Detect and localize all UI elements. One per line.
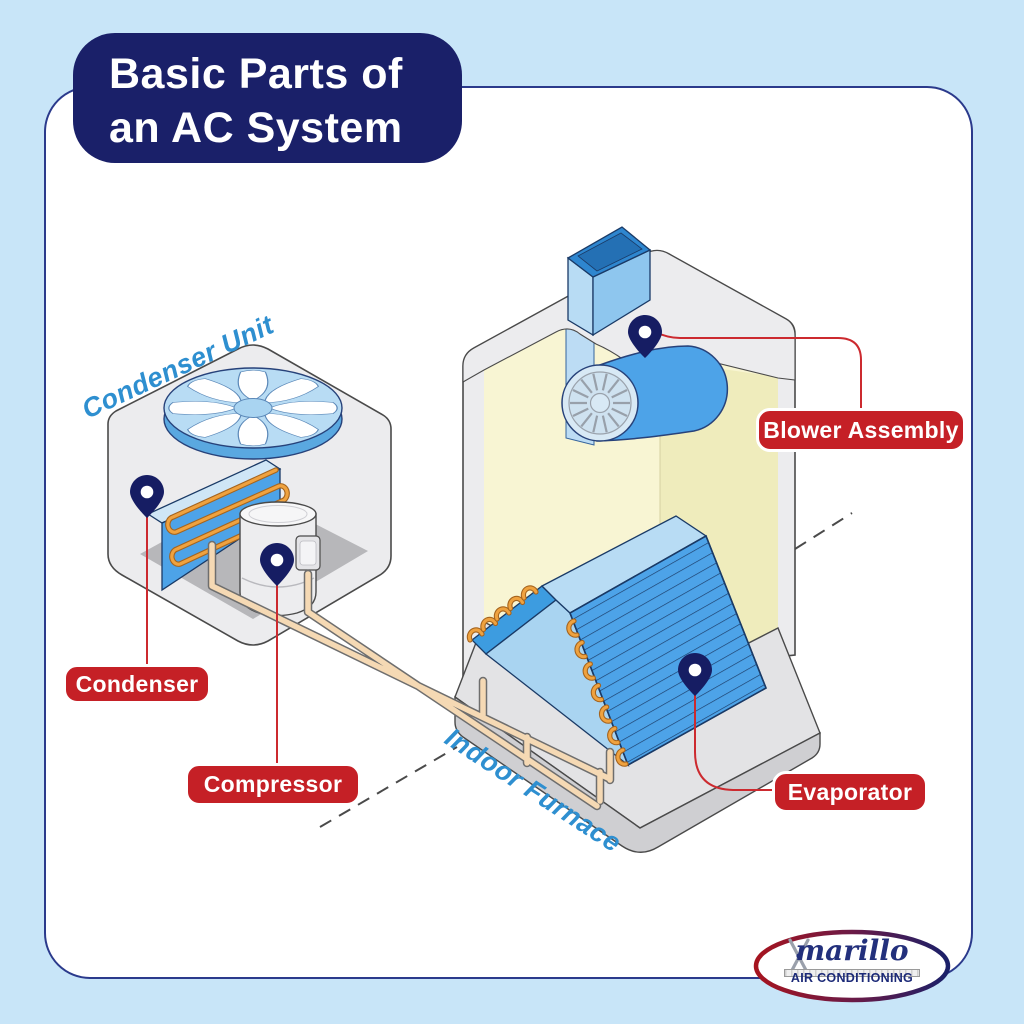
compressor-pin-icon (260, 543, 294, 586)
condenser-unit-drawing (107, 344, 392, 646)
supply-duct (566, 226, 652, 337)
blower-pin-icon (628, 315, 662, 358)
evaporator-pin-icon (678, 653, 712, 696)
logo-ruler-bar (784, 969, 920, 977)
blower-assembly-drawing (561, 345, 729, 442)
title-line-1: Basic Parts of (109, 50, 403, 98)
title-line-2: an AC System (109, 104, 403, 152)
blower-assembly-label: Blower Assembly (756, 408, 966, 452)
condenser-label: Condenser (63, 664, 211, 704)
label-connector-lines (146, 331, 862, 791)
indoor-furnace-drawing (454, 226, 821, 853)
dashed-lines (319, 512, 853, 828)
condenser-pin-icon (130, 475, 164, 518)
logo-caption-text: AIR CONDITIONING (790, 971, 914, 985)
condenser-fan-icon (163, 367, 343, 460)
evaporator-coil (466, 515, 767, 767)
location-pins (130, 315, 712, 696)
pliers-icon (788, 938, 810, 976)
condenser-coil (146, 459, 290, 592)
compressor-label: Compressor (185, 763, 361, 806)
page-title: Basic Parts of an AC System (73, 33, 462, 163)
logo-script-text: marillo (795, 934, 909, 967)
refrigerant-pipes (207, 540, 615, 811)
evaporator-label: Evaporator (772, 771, 928, 813)
company-logo (753, 929, 951, 1003)
